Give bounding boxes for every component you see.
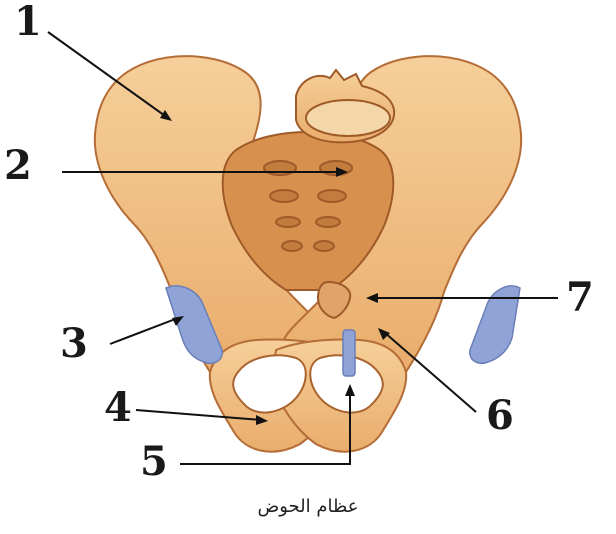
label-4: 4 [104, 388, 132, 428]
pubic-symphysis [343, 330, 355, 376]
vertebral-body [306, 100, 390, 136]
label-1: 1 [14, 2, 42, 42]
label-2: 2 [4, 146, 32, 186]
caption: عظام الحوض [0, 496, 616, 517]
label-6: 6 [486, 396, 514, 436]
label-7: 7 [566, 278, 594, 318]
label-5: 5 [140, 442, 168, 482]
label-3: 3 [60, 324, 88, 364]
